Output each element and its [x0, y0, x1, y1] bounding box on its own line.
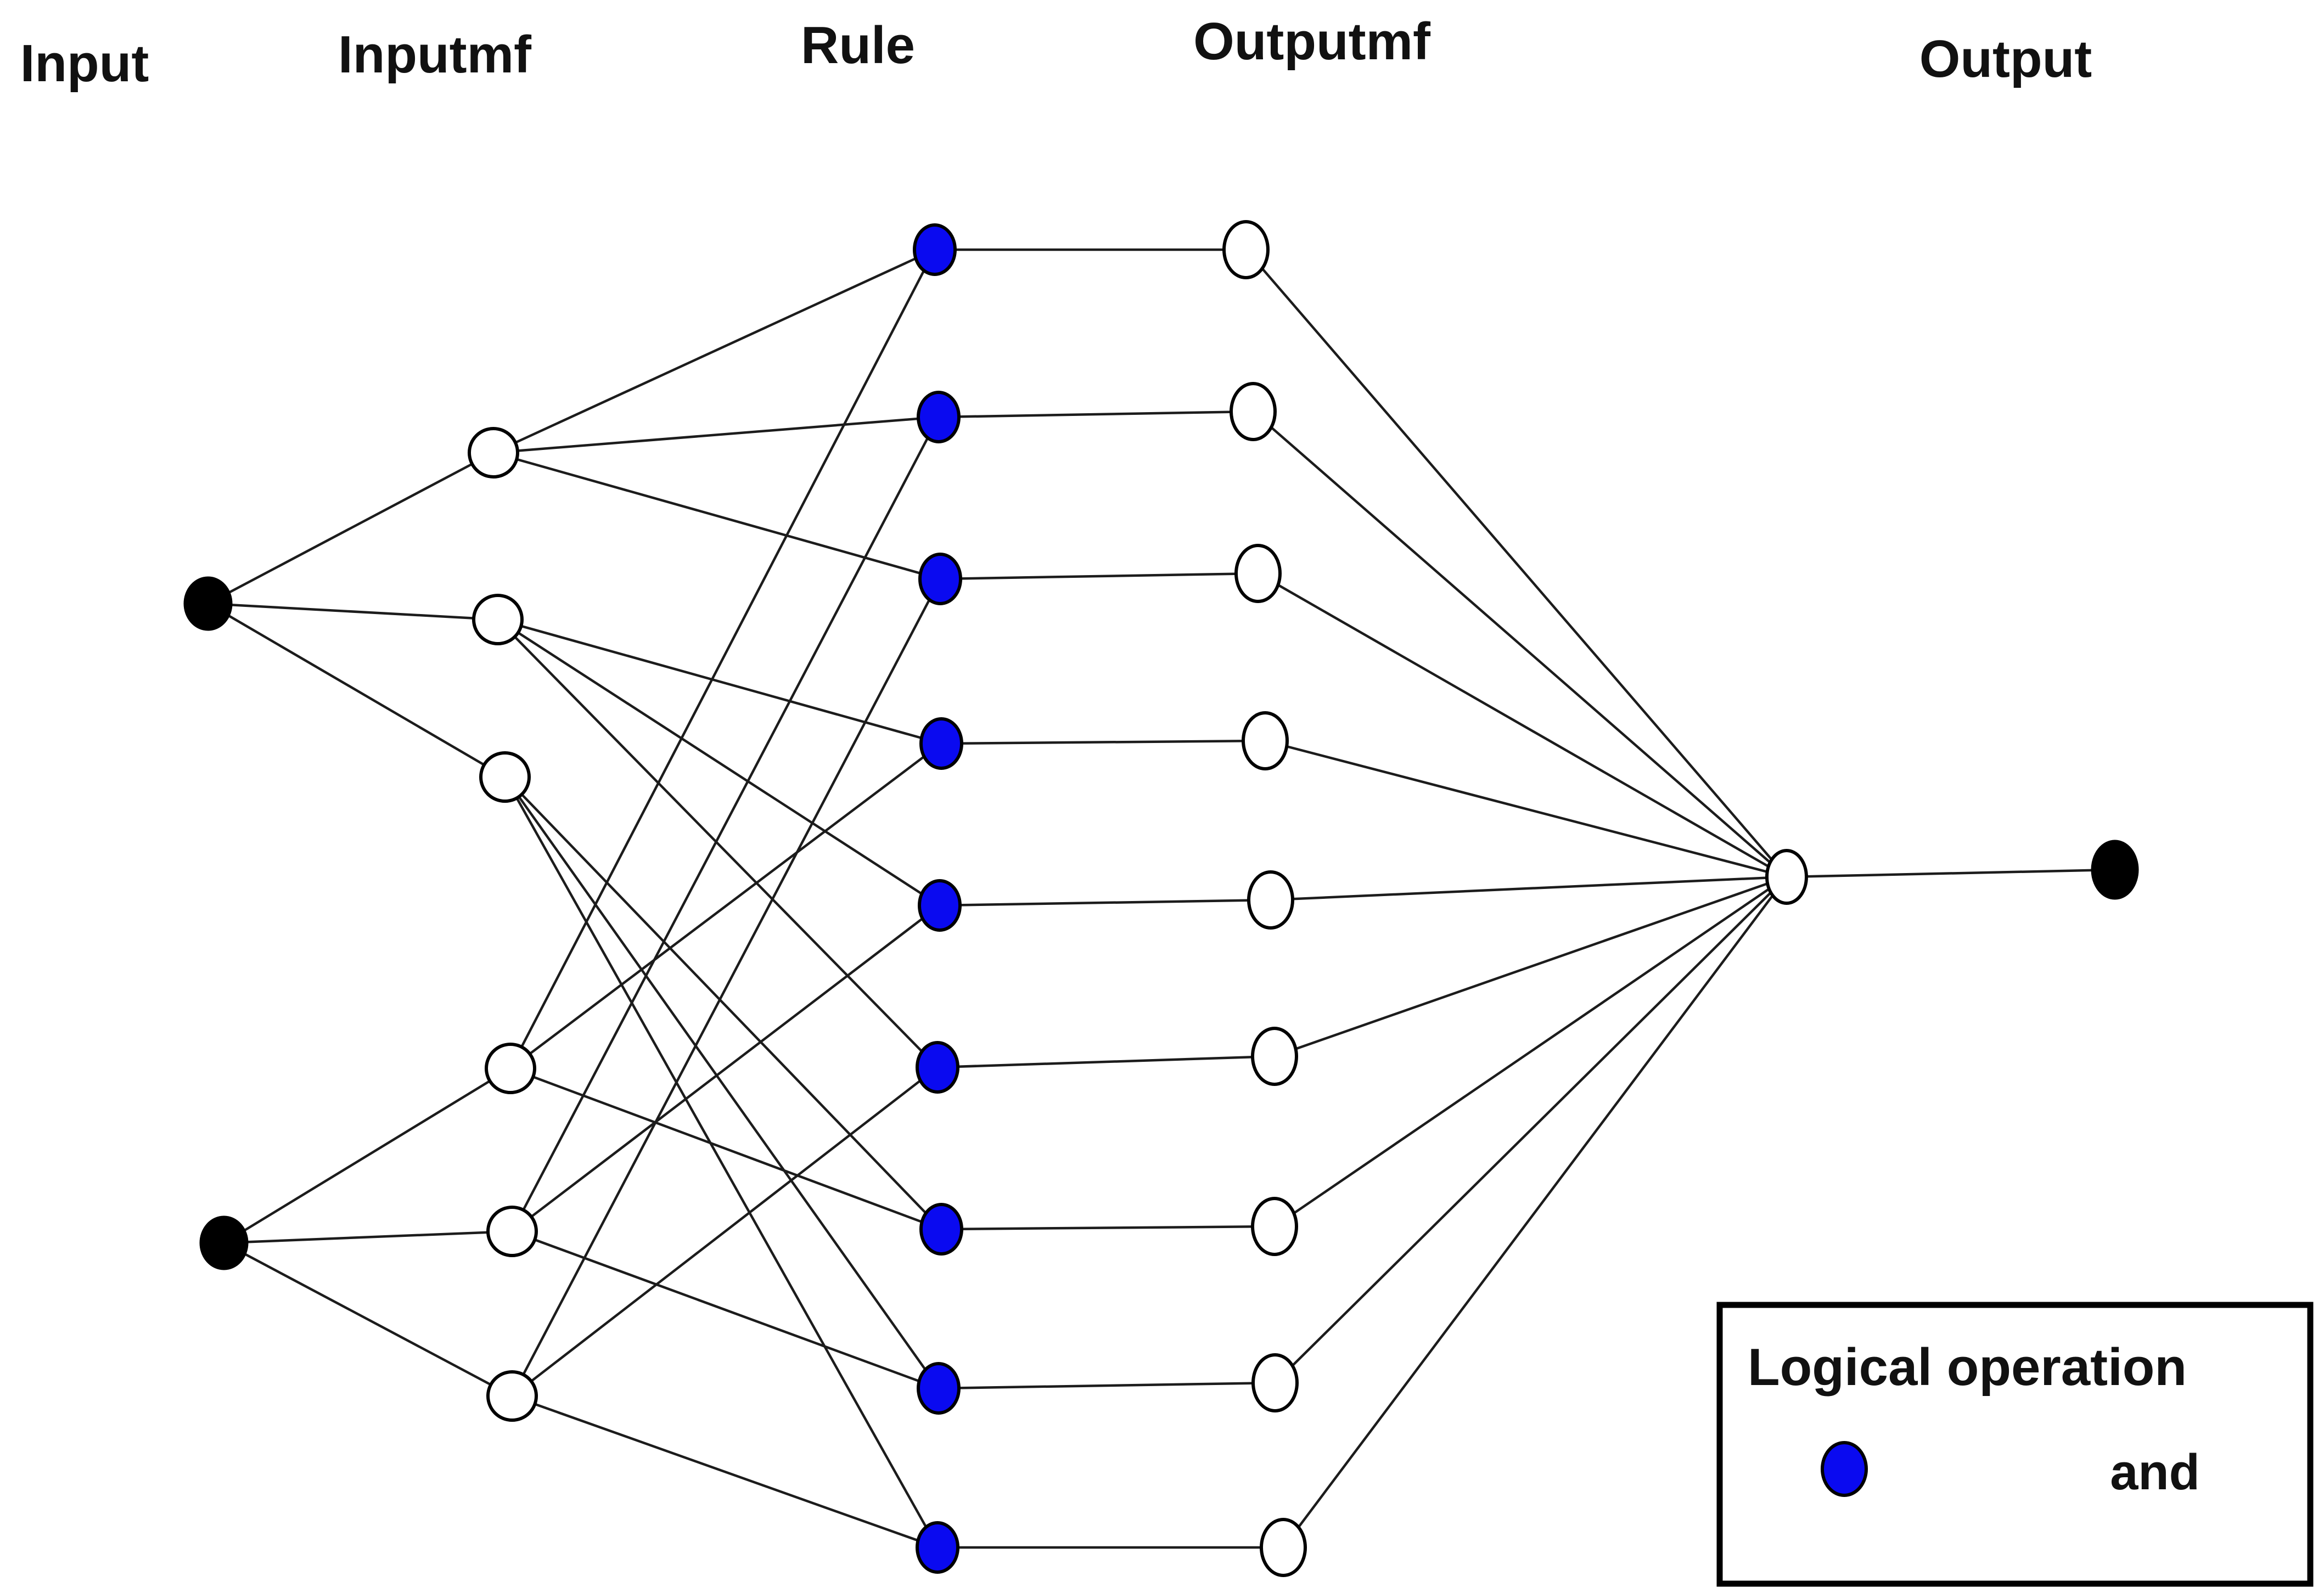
node-inputmf-2	[472, 594, 524, 645]
node-rule-5	[918, 879, 962, 932]
edge-outputmf-9-aggregate	[1282, 876, 1788, 1549]
edge-inputmf-3-rule-8	[504, 776, 940, 1389]
node-outputmf-3	[1234, 544, 1282, 603]
edge-inputmf-5-rule-5	[511, 904, 941, 1232]
edge-inputmf-2-rule-6	[497, 618, 939, 1068]
edge-input-2-inputmf-4	[223, 1067, 512, 1244]
edge-input-2-inputmf-5	[223, 1230, 513, 1245]
edge-input-1-inputmf-1	[207, 452, 495, 605]
edge-outputmf-1-aggregate	[1245, 249, 1788, 878]
edge-rule-8-outputmf-8	[938, 1381, 1276, 1390]
edge-inputmf-1-rule-3	[493, 451, 941, 581]
edge-rule-2-outputmf-2	[938, 410, 1254, 419]
node-rule-8	[917, 1362, 961, 1415]
edge-rule-7-outputmf-7	[941, 1225, 1275, 1231]
edge-inputmf-5-rule-8	[512, 1230, 939, 1390]
column-label-inputmf: Inputmf	[338, 25, 532, 84]
node-outputmf-7	[1251, 1197, 1298, 1256]
node-inputmf-4	[485, 1043, 536, 1094]
node-output-1	[2091, 840, 2139, 900]
edge-inputmf-6-rule-6	[511, 1066, 939, 1397]
edge-inputmf-5-rule-2	[511, 416, 940, 1232]
node-outputmf-9	[1260, 1518, 1307, 1577]
edge-input-1-inputmf-3	[207, 603, 506, 778]
node-outputmf-6	[1251, 1027, 1298, 1086]
legend-and-marker	[1821, 1441, 1868, 1497]
edge-input-1-inputmf-2	[207, 602, 498, 621]
edge-inputmf-1-rule-2	[493, 415, 939, 454]
edge-outputmf-3-aggregate	[1257, 572, 1788, 878]
legend-box	[1716, 1302, 2314, 1587]
node-outputmf-2	[1230, 382, 1277, 441]
node-inputmf-3	[479, 751, 531, 803]
edge-rule-4-outputmf-4	[941, 739, 1266, 745]
node-inputmf-1	[468, 427, 519, 479]
column-label-outputmf: Outputmf	[1193, 12, 1431, 71]
legend-title: Logical operation	[1748, 1338, 2187, 1397]
node-rule-2	[917, 391, 961, 443]
edge-outputmf-4-aggregate	[1265, 739, 1787, 879]
edge-inputmf-6-rule-3	[511, 578, 941, 1397]
node-layer	[183, 220, 2139, 1577]
edge-outputmf-7-aggregate	[1273, 876, 1788, 1228]
edge-inputmf-4-rule-7	[510, 1067, 942, 1231]
column-label-output: Output	[1919, 30, 2092, 88]
edge-outputmf-8-aggregate	[1274, 876, 1788, 1384]
edge-outputmf-5-aggregate	[1270, 875, 1787, 902]
edge-inputmf-4-rule-4	[509, 742, 942, 1069]
column-label-input: Input	[20, 34, 149, 93]
edge-input-2-inputmf-6	[223, 1242, 513, 1397]
node-outputmf-4	[1242, 711, 1289, 770]
node-outputmf-8	[1251, 1353, 1299, 1412]
column-label-rule: Rule	[801, 16, 915, 75]
node-input-1	[183, 576, 233, 631]
edge-outputmf-2-aggregate	[1252, 410, 1788, 878]
node-input-2	[199, 1215, 249, 1270]
edge-rule-3-outputmf-3	[940, 572, 1259, 581]
node-rule-9	[916, 1521, 959, 1574]
edge-outputmf-6-aggregate	[1274, 875, 1787, 1058]
node-outputmf-1	[1222, 220, 1270, 279]
edge-inputmf-4-rule-1	[509, 249, 936, 1069]
edge-inputmf-1-rule-1	[493, 248, 935, 454]
node-inputmf-6	[486, 1370, 538, 1422]
edge-layer	[207, 248, 2115, 1549]
edge-inputmf-6-rule-9	[512, 1394, 938, 1549]
edge-rule-6-outputmf-6	[937, 1055, 1275, 1069]
legend-and-label: and	[2110, 1444, 2200, 1500]
node-rule-7	[919, 1203, 963, 1256]
edge-aggregate-output-1	[1786, 868, 2115, 879]
node-rule-4	[919, 717, 963, 770]
edge-inputmf-3-rule-9	[504, 776, 939, 1549]
node-aggregate	[1765, 849, 1808, 905]
node-rule-3	[918, 553, 962, 605]
node-inputmf-5	[486, 1206, 538, 1257]
legend: Logical operation and	[1716, 1302, 2314, 1587]
node-rule-1	[913, 223, 957, 276]
edge-inputmf-3-rule-7	[504, 776, 942, 1230]
edge-rule-5-outputmf-5	[939, 898, 1271, 907]
edge-inputmf-2-rule-5	[497, 618, 941, 907]
edge-inputmf-2-rule-4	[497, 618, 942, 745]
node-outputmf-5	[1247, 870, 1294, 930]
node-rule-6	[916, 1041, 959, 1094]
